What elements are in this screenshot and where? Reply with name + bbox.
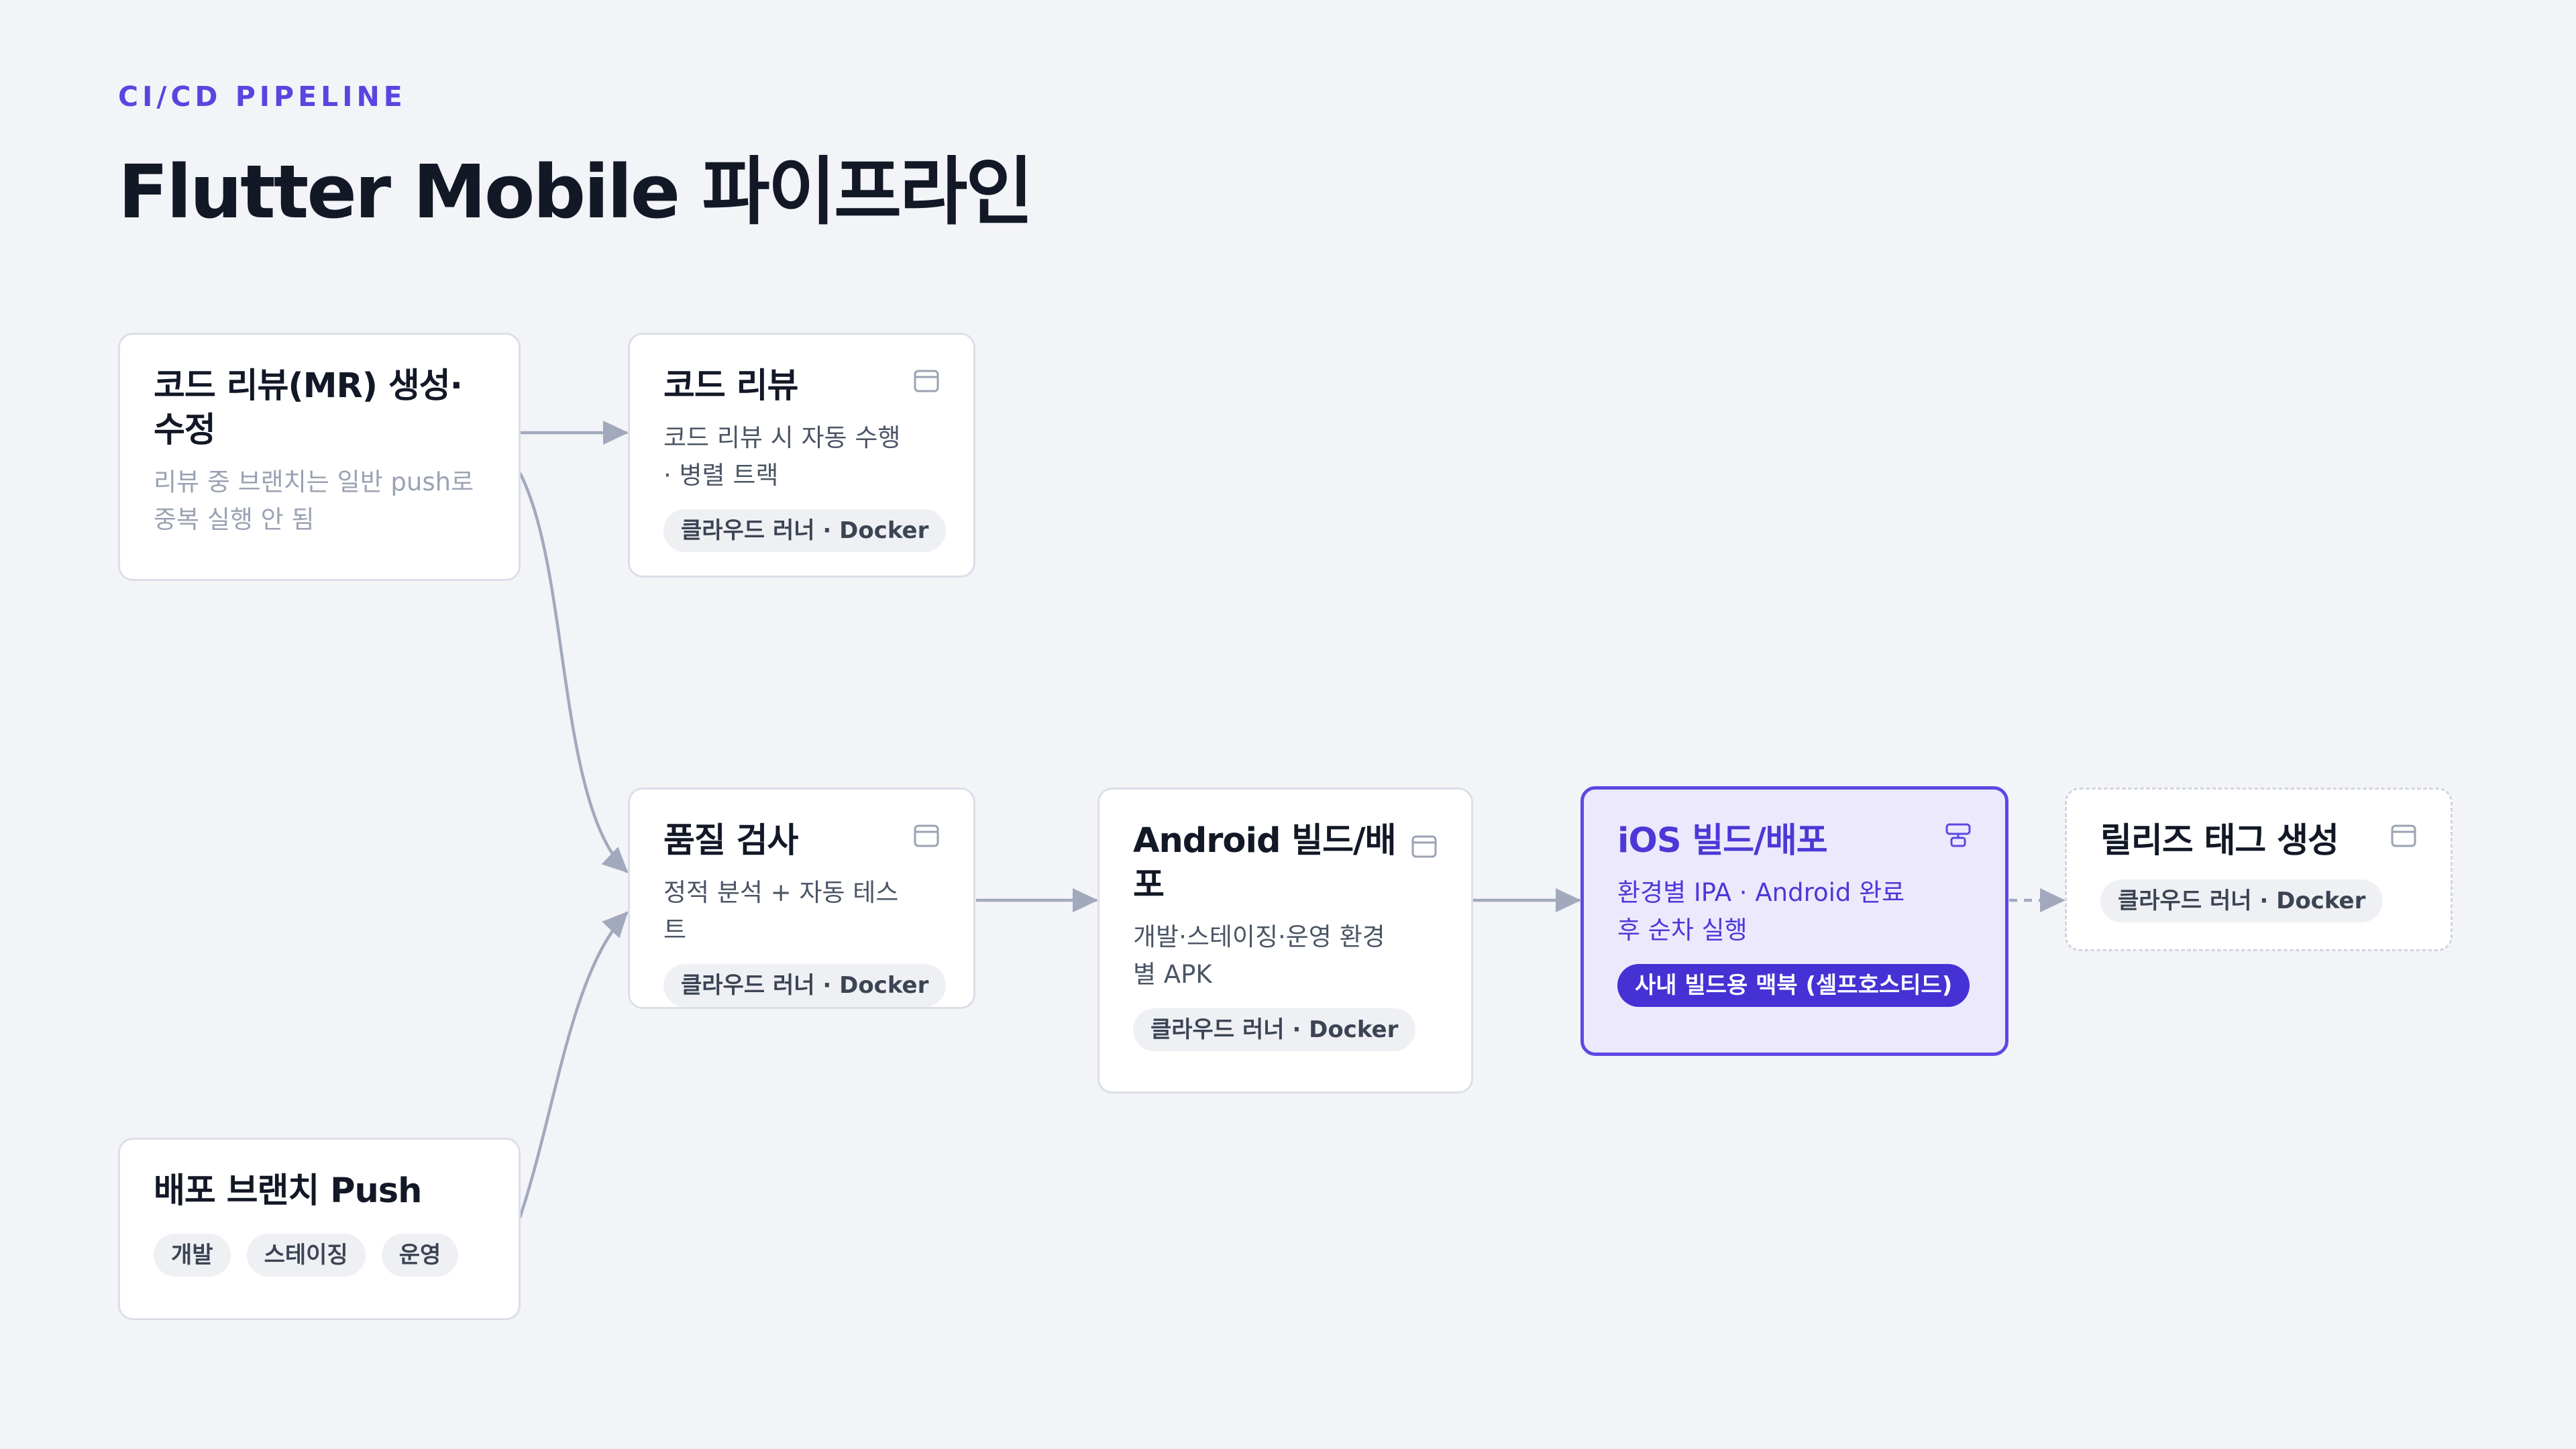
node-deploy-push[interactable]: 배포 브랜치 Push 개발 스테이징 운영: [118, 1138, 521, 1320]
eyebrow-label: CI/CD PIPELINE: [118, 80, 407, 113]
node-title: 릴리즈 태그 생성: [2100, 821, 2339, 861]
node-code-review[interactable]: 코드 리뷰 코드 리뷰 시 자동 수행 · 병렬 트랙 클라우드 러너 · Do…: [628, 333, 975, 578]
node-mr-create[interactable]: 코드 리뷰(MR) 생성·수정 리뷰 중 브랜치는 일반 push로 중복 실행…: [118, 333, 521, 581]
node-ios-build[interactable]: iOS 빌드/배포 환경별 IPA · Android 완료 후 순차 실행 사…: [1580, 786, 2008, 1056]
node-android-build[interactable]: Android 빌드/배포 개발·스테이징·운영 환경별 APK 클라우드 러너…: [1097, 788, 1473, 1093]
node-title: 코드 리뷰: [663, 366, 798, 406]
node-desc: 개발·스테이징·운영 환경별 APK: [1133, 922, 1385, 989]
node-title: 코드 리뷰(MR) 생성·수정: [154, 366, 463, 450]
runner-tag: 사내 빌드용 맥북 (셀프호스티드): [1617, 964, 1970, 1007]
node-desc: 코드 리뷰 시 자동 수행 · 병렬 트랙: [663, 423, 901, 490]
node-title: 배포 브랜치 Push: [154, 1171, 422, 1211]
env-tag-prod: 운영: [381, 1234, 459, 1277]
calendar-icon: [2391, 824, 2416, 847]
page-title: Flutter Mobile 파이프라인: [118, 149, 1034, 235]
tag-group: 사내 빌드용 맥북 (셀프호스티드): [1617, 964, 1972, 1007]
runner-tag: 클라우드 러너 · Docker: [2100, 879, 2383, 922]
node-desc: 환경별 IPA · Android 완료 후 순차 실행: [1617, 878, 1905, 945]
calendar-icon: [914, 370, 939, 392]
edge-push-to-quality: [518, 911, 629, 1218]
calendar-icon: [1411, 835, 1437, 858]
node-title: 품질 검사: [663, 821, 798, 861]
tag-group: 클라우드 러너 · Docker: [663, 964, 947, 1007]
tag-group: 개발 스테이징 운영: [154, 1234, 485, 1277]
node-title: iOS 빌드/배포: [1617, 821, 1828, 861]
runner-tag: 클라우드 러너 · Docker: [1133, 1008, 1416, 1051]
node-quality-check[interactable]: 품질 검사 정적 분석 + 자동 테스트 클라우드 러너 · Docker: [628, 788, 975, 1009]
tag-group: 클라우드 러너 · Docker: [663, 509, 947, 552]
tag-group: 클라우드 러너 · Docker: [2100, 879, 2417, 922]
node-title: Android 빌드/배포: [1133, 821, 1397, 905]
calendar-icon: [914, 824, 939, 847]
node-desc: 리뷰 중 브랜치는 일반 push로 중복 실행 안 됨: [154, 468, 474, 534]
tag-group: 클라우드 러너 · Docker: [1133, 1008, 1438, 1051]
node-release-tag[interactable]: 릴리즈 태그 생성 클라우드 러너 · Docker: [2065, 788, 2453, 951]
env-tag-dev: 개발: [154, 1234, 231, 1277]
env-tag-staging: 스테이징: [246, 1234, 366, 1277]
server-icon: [1945, 823, 1971, 847]
edge-mr-to-quality: [519, 472, 629, 873]
node-desc: 정적 분석 + 자동 테스트: [663, 878, 899, 945]
runner-tag: 클라우드 러너 · Docker: [663, 509, 947, 552]
runner-tag: 클라우드 러너 · Docker: [663, 964, 947, 1007]
